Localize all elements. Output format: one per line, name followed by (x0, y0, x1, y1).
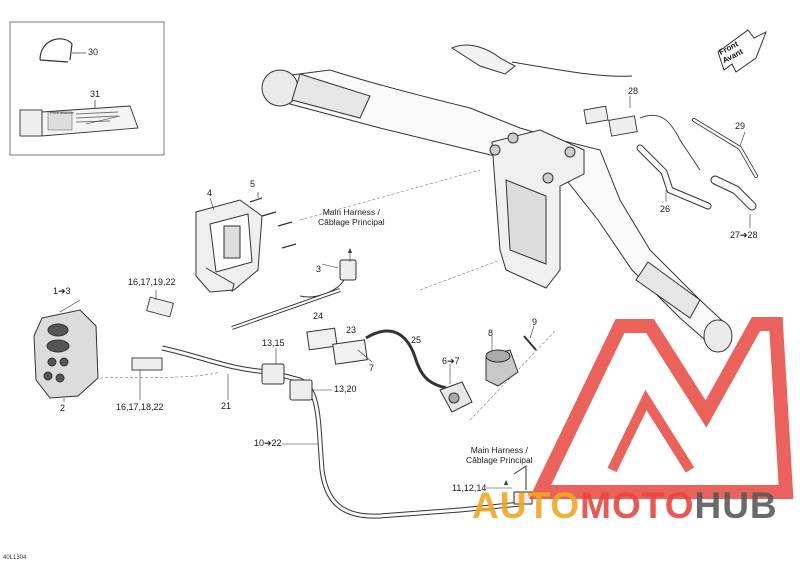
label-5: 5 (250, 179, 256, 189)
harness-25 (365, 329, 447, 390)
label-13-20: 13,20 (334, 384, 357, 394)
label-23: 23 (346, 325, 357, 335)
label-6-7: 6➔7 (442, 356, 460, 366)
leader-lines (59, 96, 751, 489)
knob-8 (485, 349, 519, 387)
label-16-17-19-22: 16,17,19,22 (128, 277, 176, 287)
label-16-17-18-22: 16,17,18,22 (116, 402, 164, 412)
brand-part-moto: MOTO (580, 485, 695, 526)
clip-part (39, 38, 73, 63)
front-arrow (717, 29, 767, 73)
main-harness-top-line2: Câblage Principal (318, 217, 385, 228)
brand-part-hub: HUB (694, 485, 778, 526)
brand-part-auto: AUTO (472, 485, 581, 526)
label-13-15: 13,15 (262, 338, 285, 348)
pin-9 (523, 335, 537, 351)
connector-small (131, 296, 174, 371)
label-8: 8 (488, 328, 494, 338)
label-30: 30 (88, 47, 99, 57)
label-21: 21 (221, 401, 232, 411)
connector-24-23 (306, 327, 368, 365)
label-31: 31 (90, 89, 101, 99)
figure-code: 40L1304 (3, 555, 27, 561)
handlebar (261, 44, 733, 353)
watermark-logo (528, 317, 794, 499)
label-3: 3 (316, 264, 322, 274)
screws (249, 192, 297, 249)
tube-text: Pièce détachée (50, 111, 75, 115)
main-harness-callout-bottom: Main Harness / Câblage Principal (466, 445, 533, 465)
watermark-brand: AUTOMOTOHUB (472, 487, 778, 524)
switch-6-7 (439, 381, 473, 413)
label-29: 29 (735, 121, 746, 131)
handle-control (33, 309, 99, 399)
label-26: 26 (660, 204, 671, 214)
label-27-28: 27➔28 (730, 230, 758, 240)
grease-tube (19, 100, 139, 137)
main-harness-bottom-line1: Main Harness / (470, 445, 528, 455)
hose-29 (692, 118, 758, 178)
connector-13 (261, 363, 313, 401)
label-10-22: 10➔22 (254, 438, 282, 448)
label-28: 28 (628, 86, 639, 96)
label-4: 4 (207, 188, 213, 198)
label-11-12-14: 11,12,14 (452, 483, 487, 493)
label-25: 25 (411, 335, 422, 345)
label-2: 2 (60, 403, 66, 413)
label-24: 24 (313, 311, 324, 321)
main-harness-callout-top: Main Harness / Câblage Principal (318, 207, 385, 227)
switch-housing (195, 199, 263, 293)
inset-box (9, 21, 165, 156)
label-1-3: 1➔3 (53, 286, 71, 296)
main-harness-bottom-line2: Câblage Principal (466, 455, 533, 466)
throttle-cable (511, 61, 633, 77)
connector-bottom (513, 465, 533, 505)
riser-block (489, 129, 585, 289)
main-harness-top-line1: Main Harness / (322, 207, 380, 217)
label-7: 7 (369, 363, 375, 373)
label-9: 9 (532, 317, 538, 327)
connector-28 (583, 105, 701, 171)
